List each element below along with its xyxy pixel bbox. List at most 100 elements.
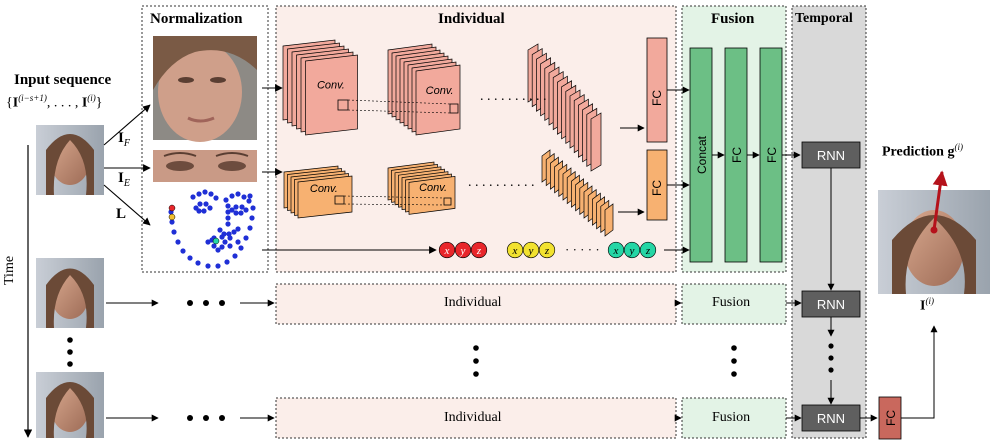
prediction-image-label: I(i) bbox=[920, 296, 934, 314]
input-sequence-title: Input sequence bbox=[14, 72, 112, 88]
landmark-point bbox=[227, 243, 233, 249]
landmark-point bbox=[231, 229, 237, 235]
final-fc-label: FC bbox=[884, 410, 898, 426]
conv-label: Conv. bbox=[317, 79, 345, 91]
landmark-point bbox=[215, 247, 221, 253]
landmark-point bbox=[213, 195, 219, 201]
landmarks-branch-label: L bbox=[116, 206, 127, 222]
landmark-point bbox=[250, 205, 256, 211]
conv-feature-map bbox=[305, 54, 358, 136]
landmark-point bbox=[203, 201, 209, 207]
coordinate-letter: z bbox=[476, 245, 482, 257]
input-face-image-2 bbox=[36, 258, 104, 328]
landmark-point bbox=[226, 231, 232, 237]
landmark-point bbox=[197, 201, 203, 207]
landmark-point bbox=[202, 189, 208, 195]
coordinate-circle bbox=[522, 241, 540, 259]
landmark-point bbox=[235, 191, 241, 197]
ellipsis-dot bbox=[67, 361, 73, 367]
face-conv-stack-2: Conv. bbox=[387, 43, 461, 136]
landmark-point bbox=[235, 226, 241, 232]
coordinate-circle bbox=[639, 241, 657, 259]
ellipsis-dot bbox=[219, 415, 225, 421]
eye-conv-stack-1: Conv. bbox=[283, 165, 353, 219]
landmark-point bbox=[215, 263, 221, 269]
landmark-point bbox=[238, 210, 244, 216]
face-conv-stack-1: Conv. bbox=[282, 39, 358, 136]
temporal-title: Temporal bbox=[795, 11, 853, 26]
individual-collapsed-row3 bbox=[275, 397, 677, 439]
individual-collapsed-row2 bbox=[275, 283, 677, 325]
coordinate-letter: x bbox=[444, 245, 450, 257]
normalization-title: Normalization bbox=[150, 11, 243, 27]
landmark-point bbox=[239, 204, 245, 210]
coordinate-letter: x bbox=[613, 245, 619, 257]
eye-kernel-box bbox=[443, 197, 452, 206]
landmark-point bbox=[171, 229, 177, 235]
individual-collapsed-label-row2: Individual bbox=[444, 295, 502, 310]
face-kernel-box bbox=[449, 103, 459, 114]
landmark-point bbox=[229, 193, 235, 199]
ellipsis-dot bbox=[731, 371, 737, 377]
coordinate-circle bbox=[538, 241, 556, 259]
face-branch-label: IF bbox=[118, 130, 130, 149]
face-fc-block bbox=[646, 37, 668, 143]
landmark-legend-dot bbox=[168, 204, 176, 212]
gaze-direction-arrow bbox=[932, 170, 948, 231]
ellipsis-dot bbox=[828, 355, 834, 361]
coordinate-circle bbox=[454, 241, 472, 259]
conv-label: Conv. bbox=[426, 85, 454, 97]
landmark-point bbox=[233, 204, 239, 210]
ellipsis-dot bbox=[187, 415, 193, 421]
normalized-eyes-crop bbox=[153, 150, 257, 182]
ellipsis-dot bbox=[219, 300, 225, 306]
rnn-label-1: RNN bbox=[817, 148, 845, 163]
face-conv-stack-3 bbox=[527, 43, 602, 172]
landmark-point bbox=[227, 235, 233, 241]
landmark-point bbox=[180, 248, 186, 254]
eye-conv-stack-3 bbox=[541, 149, 614, 237]
ellipsis-dot bbox=[473, 358, 479, 364]
landmark-point bbox=[241, 194, 247, 200]
eye-conv-stack-2: Conv. bbox=[387, 161, 456, 215]
rnn-label-2: RNN bbox=[817, 297, 845, 312]
ellipsis-dot bbox=[731, 345, 737, 351]
prediction-label: Prediction g(i) bbox=[882, 142, 963, 160]
landmark-point bbox=[232, 253, 238, 259]
landmark-point bbox=[187, 255, 193, 261]
fusion-collapsed-row3 bbox=[681, 397, 787, 439]
normalized-face-crop bbox=[153, 36, 257, 142]
landmark-point bbox=[247, 193, 253, 199]
coordinate-circle bbox=[438, 241, 456, 259]
rnn-block-1 bbox=[801, 141, 861, 169]
landmark-point bbox=[217, 227, 223, 233]
landmark-legend-dot bbox=[212, 237, 220, 245]
ellipsis-dot bbox=[731, 358, 737, 364]
coordinate-circle bbox=[623, 241, 641, 259]
coordinate-circle bbox=[470, 241, 488, 259]
kernel-line bbox=[343, 203, 445, 206]
conv-feature-map bbox=[297, 175, 353, 219]
rnn-block-2 bbox=[801, 290, 861, 318]
input-face-image-1 bbox=[36, 125, 104, 195]
landmark-point bbox=[235, 239, 241, 245]
temporal-panel bbox=[791, 5, 867, 439]
arrow-to-face-crop bbox=[103, 104, 151, 146]
landmark-point bbox=[207, 205, 213, 211]
landmark-point bbox=[219, 244, 225, 250]
ellipsis-dot bbox=[473, 345, 479, 351]
landmark-point bbox=[224, 259, 230, 265]
coordinate-ellipsis: · · · · · bbox=[565, 242, 600, 257]
ellipsis-dot bbox=[67, 337, 73, 343]
landmark-point bbox=[195, 260, 201, 266]
fusion-title: Fusion bbox=[711, 11, 755, 27]
landmark-point bbox=[196, 191, 202, 197]
face-kernel-box bbox=[337, 99, 349, 111]
ellipsis-dot bbox=[203, 415, 209, 421]
kernel-line bbox=[347, 109, 451, 114]
coordinate-circle bbox=[506, 241, 524, 259]
kernel-line bbox=[343, 195, 445, 199]
conv-feature-map bbox=[604, 203, 614, 237]
fusion-collapsed-label-row3: Fusion bbox=[712, 410, 751, 425]
